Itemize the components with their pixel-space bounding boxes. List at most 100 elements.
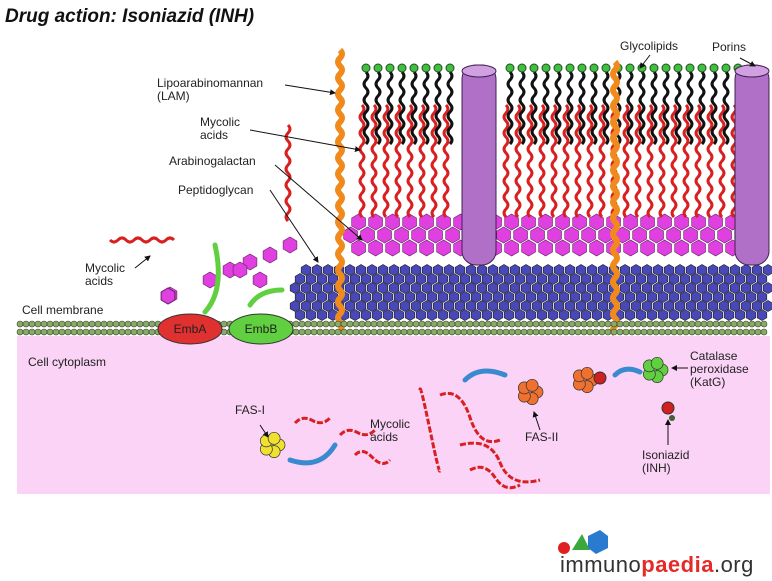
membrane-lipid — [700, 320, 708, 328]
peptidoglycan-unit — [525, 309, 537, 321]
membrane-lipid — [532, 328, 540, 336]
peptidoglycan-unit — [487, 264, 499, 276]
membrane-lipid — [760, 328, 768, 336]
peptidoglycan-unit — [377, 264, 389, 276]
peptidoglycan-unit — [311, 300, 323, 312]
membrane-lipid — [700, 328, 708, 336]
membrane-lipid — [640, 328, 648, 336]
embb-enzyme — [228, 313, 294, 345]
peptidoglycan-unit — [547, 291, 559, 303]
peptidoglycan-unit — [294, 309, 306, 321]
membrane-lipid — [442, 328, 450, 336]
peptidoglycan-unit — [575, 300, 587, 312]
peptidoglycan-unit — [652, 264, 664, 276]
porin-top — [461, 64, 497, 78]
glycolipid-chain — [638, 70, 646, 146]
arabinogalactan-unit — [385, 239, 400, 257]
glycolipid-head — [445, 63, 455, 73]
membrane-lipid — [688, 328, 696, 336]
emba-enzyme — [157, 313, 223, 345]
membrane-lipid — [538, 328, 546, 336]
peptidoglycan-unit — [426, 273, 438, 285]
katg-arrow-icon — [612, 366, 643, 378]
peptidoglycan-unit — [663, 264, 675, 276]
peptidoglycan-unit — [503, 309, 515, 321]
peptidoglycan-unit — [410, 282, 422, 294]
membrane-lipid — [550, 320, 558, 328]
peptidoglycan-unit — [542, 300, 554, 312]
membrane-lipid — [64, 328, 72, 336]
peptidoglycan-unit — [520, 282, 532, 294]
glycolipid-head — [565, 63, 575, 73]
membrane-lipid — [490, 328, 498, 336]
peptidoglycan-unit — [553, 300, 565, 312]
membrane-lipid — [682, 328, 690, 336]
peptidoglycan-unit — [311, 282, 323, 294]
membrane-lipid — [382, 320, 390, 328]
membrane-lipid — [118, 328, 126, 336]
glycolipids-label: Glycolipids — [620, 39, 679, 53]
arabinogalactan-unit — [589, 239, 604, 257]
peptidoglycan-unit — [696, 264, 708, 276]
peptidoglycan-unit — [470, 309, 482, 321]
peptidoglycan-unit — [536, 273, 548, 285]
peptidoglycan-unit — [657, 309, 669, 321]
peptidoglycan-unit — [641, 264, 653, 276]
membrane-lipid — [124, 320, 132, 328]
peptidoglycan-unit — [690, 291, 702, 303]
peptidoglycan-unit — [575, 264, 587, 276]
membrane-lipid — [574, 328, 582, 336]
logo-suffix: .org — [713, 552, 754, 577]
glycolipid-chain — [602, 70, 610, 146]
pointer-fas1 — [259, 424, 269, 438]
fas1-complex — [267, 431, 281, 445]
membrane-lipid — [664, 320, 672, 328]
membrane-lipid — [712, 320, 720, 328]
membrane-lipid — [424, 328, 432, 336]
peptidoglycan-unit — [476, 264, 488, 276]
membrane-lipid — [388, 328, 396, 336]
mycolic-acid-chain — [442, 103, 450, 219]
membrane-lipid — [634, 320, 642, 328]
membrane-lipid — [100, 328, 108, 336]
membrane-lipid — [604, 328, 612, 336]
pointer-fas2 — [532, 411, 541, 431]
peptidoglycan-unit — [481, 291, 493, 303]
glycolipid-head — [601, 63, 611, 73]
mycolic-acid-free — [469, 465, 521, 490]
peptidoglycan-unit — [415, 309, 427, 321]
peptidoglycan-unit — [745, 309, 757, 321]
arabinogalactan-unit — [232, 261, 248, 279]
glycolipid-head — [685, 63, 695, 73]
membrane-lipid — [652, 328, 660, 336]
glycolipid-chain — [422, 70, 430, 146]
peptidoglycan-unit — [591, 309, 603, 321]
peptidoglycan-unit — [311, 264, 323, 276]
membrane-lipid — [622, 320, 630, 328]
peptidoglycan-unit — [580, 273, 592, 285]
mycolic-acid-chain — [502, 103, 510, 219]
peptidoglycan-unit — [641, 300, 653, 312]
peptidoglycan-unit — [388, 264, 400, 276]
membrane-lipid — [448, 328, 456, 336]
arabinogalactan-unit — [419, 239, 434, 257]
peptidoglycan-unit — [481, 273, 493, 285]
mycolic-acid-chain — [562, 103, 570, 219]
peptidoglycan-unit — [701, 309, 713, 321]
membrane-lipid — [526, 320, 534, 328]
membrane-lipid — [742, 328, 750, 336]
peptidoglycan-unit — [696, 300, 708, 312]
peptidoglycan-unit — [553, 264, 565, 276]
membrane-lipid — [646, 320, 654, 328]
arabinogalactan-unit — [496, 226, 511, 244]
membrane-lipid — [412, 328, 420, 336]
mycolic-acid-free — [108, 236, 176, 244]
mycolic-acid-chain — [550, 103, 558, 219]
peptidoglycan-unit — [465, 264, 477, 276]
membrane-lipid — [88, 328, 96, 336]
arabinogalactan-unit — [708, 239, 723, 257]
inh-bound — [593, 371, 607, 385]
membrane-lipid — [40, 320, 48, 328]
membrane-lipid — [742, 320, 750, 328]
membrane-lipid — [502, 328, 510, 336]
